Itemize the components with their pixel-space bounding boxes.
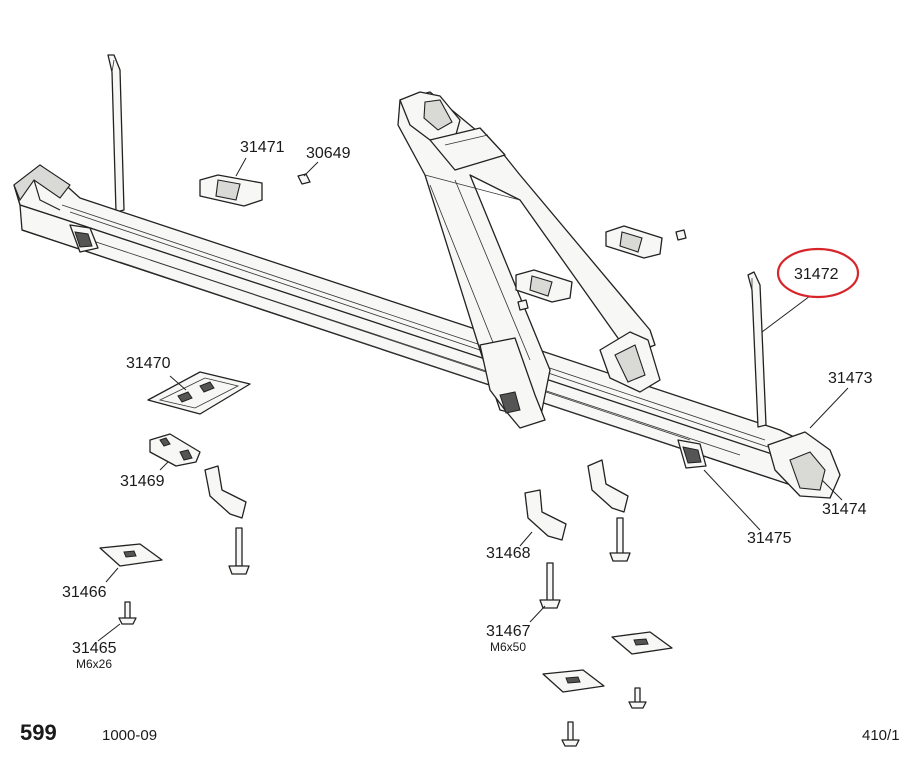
left-rail-clamp [69,224,99,253]
left-upright-rod [107,54,125,213]
strap-middle [515,269,573,311]
label-31471: 31471 [240,139,285,156]
plate-bottom-right [611,631,673,655]
label-31475: 31475 [747,530,792,547]
bolt-bottom-right [628,687,647,709]
right-upright-rod [747,271,767,428]
plate-31470 [147,371,251,415]
label-31474: 31474 [822,501,867,518]
frame-holder-arm [397,91,661,429]
label-31470: 31470 [126,355,171,372]
bolt-bottom-center [561,721,580,747]
right-rail-clamp [677,439,707,469]
highlight-circle [776,247,860,299]
label-31466: 31466 [62,584,107,601]
bolt-31465 [118,601,137,625]
strap-31471 [199,174,263,207]
bracket-left [204,465,247,519]
label-31468: 31468 [486,545,531,562]
bracket-right [587,459,629,513]
plate-bottom-center [542,669,605,693]
bolt-31467 [539,562,561,609]
label-31465: 31465 [72,640,117,657]
label-30649: 30649 [306,145,351,162]
bracket-middle [524,489,567,541]
clamp-31469 [149,433,201,467]
main-rail [13,164,841,499]
bolt-left-long [228,527,250,575]
bolt-right-long [609,517,631,562]
plate-31466 [99,543,163,567]
label-31467: 31467 [486,623,531,640]
clip-30649 [297,173,311,185]
strap-right [605,225,687,259]
date-code: 1000-09 [102,727,157,744]
label-31472: 31472 [794,266,839,283]
label-31473: 31473 [828,370,873,387]
label-31465-spec: M6x26 [76,657,112,671]
leader-lines [97,157,849,642]
model-number: 410/1 [862,727,900,744]
label-31469: 31469 [120,473,165,490]
page-number: 599 [20,720,57,745]
label-31467-spec: M6x50 [490,640,526,654]
